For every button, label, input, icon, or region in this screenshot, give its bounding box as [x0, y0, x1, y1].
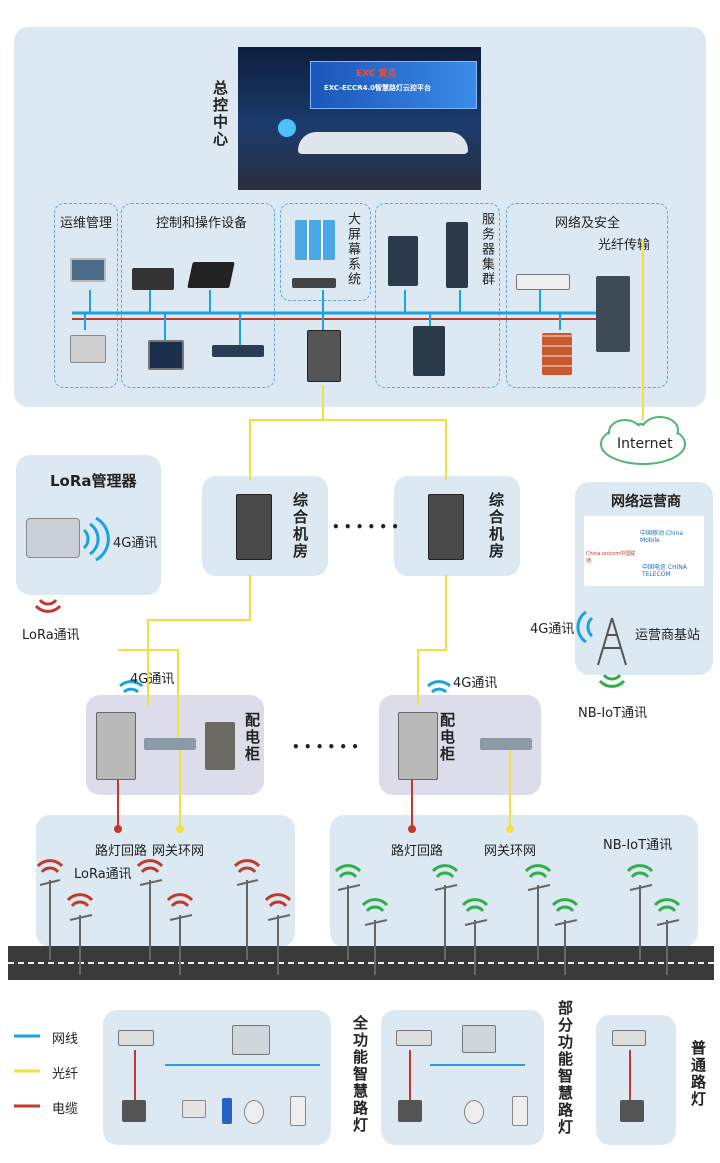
full-lamp-sensor-icon — [182, 1100, 206, 1118]
legend-label-1: 光纤 — [52, 1067, 79, 1082]
full-lamp-antenna-icon — [118, 1030, 154, 1046]
group-network-label: 网络及安全 — [555, 216, 621, 231]
distribution-1-switch-icon — [144, 738, 196, 750]
full-lamp-camera-icon — [244, 1100, 264, 1124]
full-lamp-charger-icon — [290, 1096, 306, 1126]
machine-room-2-cabinet-icon — [428, 494, 464, 560]
operator-logos — [584, 516, 704, 586]
control-room-desk — [298, 132, 468, 154]
partial-lamp-head-icon — [398, 1100, 422, 1122]
server-rack-1-icon — [388, 236, 418, 286]
video-wall-icon — [295, 220, 335, 260]
lora-manager-device-icon — [26, 518, 80, 558]
group-network — [506, 203, 668, 388]
partial-lamp-charger-icon — [512, 1096, 528, 1126]
field-left-lora-comm: LoRa通讯 — [74, 867, 132, 882]
base-station-label: 运营商基站 — [635, 628, 701, 643]
distribution-ellipsis: • • • • • • — [292, 740, 359, 754]
field-right-gateway-ring: 网关环网 — [484, 844, 537, 859]
field-left-gateway-ring: 网关环网 — [152, 844, 205, 859]
operator-mobile-logo: 中国移动 China Mobile — [640, 530, 684, 544]
control-center-title: 总控中心 — [211, 80, 229, 148]
nbiot-label: NB-IoT通讯 — [578, 706, 648, 721]
group-bigscreen-label: 大屏幕系统 — [345, 212, 360, 287]
control-tablet-icon — [187, 262, 235, 288]
lora-manager-4g-label: 4G通讯 — [113, 536, 158, 551]
group-servers — [375, 203, 500, 388]
full-lamp-controller-icon — [232, 1025, 270, 1055]
lora-manager-lora-label: LoRa通讯 — [22, 628, 80, 643]
internet-label: Internet — [617, 436, 673, 452]
fiber-room1-down — [147, 575, 251, 705]
fiber-transmission-label: 光纤传输 — [598, 238, 651, 253]
machine-room-2-label: 综合机房 — [487, 492, 505, 560]
legend-label-0: 网线 — [52, 1032, 79, 1047]
operator-unicom-logo: China unicom中国联通 — [586, 551, 636, 564]
field-right-nbiot-comm: NB-IoT通讯 — [603, 838, 673, 853]
ups-cabinet-icon — [596, 276, 630, 352]
network-switch-icon — [212, 345, 264, 357]
distribution-2-label: 配电柜 — [438, 712, 456, 763]
field-right-lamp-loop: 路灯回路 — [391, 844, 444, 859]
normal-lamp-head-icon — [620, 1100, 644, 1122]
legend-label-2: 电缆 — [52, 1102, 79, 1117]
machine-room-ellipsis: • • • • • • — [332, 520, 399, 534]
distribution-1-cabinet-icon — [96, 712, 136, 780]
distribution-1-box-icon — [205, 722, 235, 770]
group-servers-label: 服务器集群 — [479, 212, 494, 287]
printer-icon — [70, 335, 106, 363]
video-controller-icon — [292, 278, 336, 288]
firewall-icon — [542, 333, 572, 375]
lamp-type-full-label: 全功能智慧路灯 — [351, 1015, 369, 1134]
operator-telecom-logo: 中国电信 CHINA TELECOM — [642, 564, 687, 578]
distribution-2-4g-label: 4G通讯 — [453, 676, 498, 691]
machine-room-1-cabinet-icon — [236, 494, 272, 560]
desktop-monitor-icon — [148, 340, 184, 370]
partial-lamp-controller-icon — [462, 1025, 496, 1053]
screen-title: EXC-ECCR4.0智慧路灯云控平台 — [324, 84, 431, 92]
group-control — [121, 203, 275, 388]
road-lane-marking — [8, 962, 714, 964]
router-icon — [516, 274, 570, 290]
operator-title: 网络运营商 — [611, 494, 681, 510]
fiber-center-down — [249, 385, 324, 480]
distribution-1-4g-label: 4G通讯 — [130, 672, 175, 687]
operator-4g-label: 4G通讯 — [530, 622, 575, 637]
screen-brand: EXC 爱克 — [356, 69, 397, 79]
distribution-1-label: 配电柜 — [243, 712, 261, 763]
distribution-2-cabinet-icon — [398, 712, 438, 780]
full-lamp-head-icon — [122, 1100, 146, 1122]
server-rack-2-icon — [446, 222, 468, 288]
partial-lamp-antenna-icon — [396, 1030, 432, 1046]
control-room-globe — [278, 119, 296, 137]
control-room-video-wall — [310, 61, 477, 109]
full-lamp-screen-icon — [222, 1098, 232, 1124]
laptop-icon — [70, 258, 106, 282]
core-switch-cabinet-icon — [307, 330, 341, 382]
lora-manager-title: LoRa管理器 — [50, 472, 137, 490]
lamp-type-partial-label: 部分功能智慧路灯 — [556, 1000, 574, 1136]
microphone-console-icon — [132, 268, 174, 290]
control-room-image: EXC 爱克 EXC-ECCR4.0智慧路灯云控平台 — [238, 47, 481, 190]
machine-room-1-label: 综合机房 — [291, 492, 309, 560]
base-station-tower — [597, 617, 627, 666]
partial-lamp-camera-icon — [464, 1100, 484, 1124]
normal-lamp-antenna-icon — [612, 1030, 646, 1046]
internet-cloud — [600, 416, 686, 465]
fiber-room2-down — [417, 575, 447, 705]
group-ops — [54, 203, 118, 388]
distribution-2-switch-icon — [480, 738, 532, 750]
group-bigscreen — [280, 203, 371, 301]
group-ops-label: 运维管理 — [60, 216, 113, 231]
group-control-label: 控制和操作设备 — [156, 216, 248, 231]
server-rack-3-icon — [413, 326, 445, 376]
field-panel-right — [330, 815, 698, 947]
field-left-lamp-loop: 路灯回路 — [95, 844, 148, 859]
lamp-type-normal-label: 普通路灯 — [689, 1040, 707, 1108]
